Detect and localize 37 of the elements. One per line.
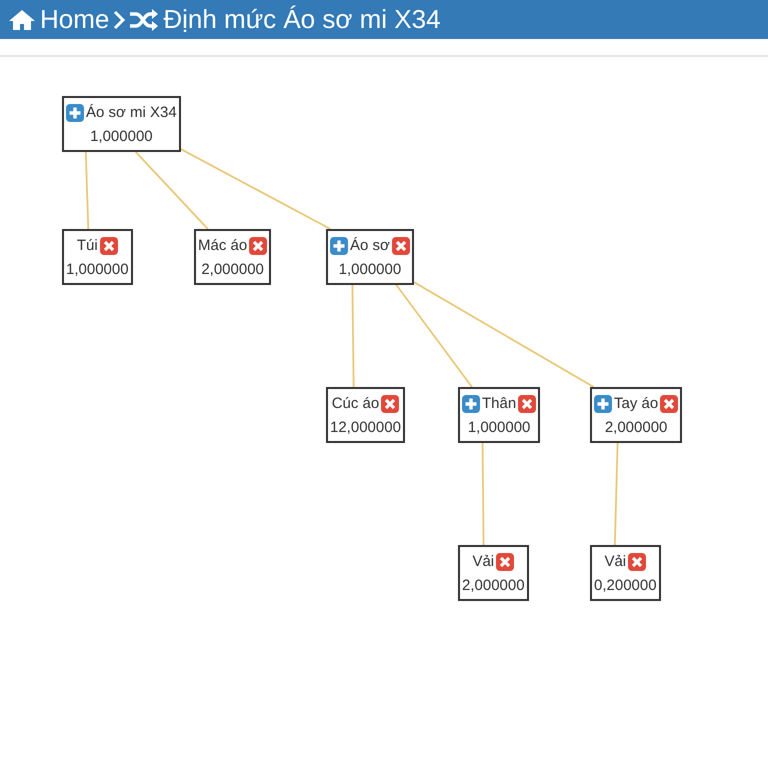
component-box xyxy=(458,545,529,601)
page-title: Định mức Áo sơ mi X34 xyxy=(163,4,441,35)
component-name: Túi xyxy=(76,237,98,254)
component-box xyxy=(458,387,540,443)
component-box xyxy=(326,229,414,285)
component-name: Vải xyxy=(604,553,626,570)
component-box xyxy=(62,96,181,152)
quantity-value: 1,000000 xyxy=(338,260,402,278)
quantity-value: 0,200000 xyxy=(594,576,657,594)
connector-line xyxy=(482,443,484,545)
component-name: Tay áo xyxy=(614,395,658,412)
connector-line xyxy=(352,284,355,388)
quantity-value: 1,000000 xyxy=(66,260,129,278)
component-name: Vải xyxy=(472,553,494,570)
breadcrumb-link: Home xyxy=(40,4,110,35)
connector-line xyxy=(614,442,618,546)
connector-line xyxy=(396,284,473,388)
quantity-value: 2,000000 xyxy=(462,576,525,594)
connector-line xyxy=(135,151,209,230)
quantity-value: 2,000000 xyxy=(604,418,668,436)
component-name: Áo sơ mi X34 xyxy=(86,104,177,121)
connector-line xyxy=(414,281,594,388)
quantity-value: 2,000000 xyxy=(201,260,264,278)
component-box xyxy=(590,387,682,443)
connector-line xyxy=(84,152,90,230)
component-box xyxy=(326,387,405,443)
component-name: Thân xyxy=(482,395,516,412)
quantity-value: 12,000000 xyxy=(330,418,401,436)
quantity-value: 1,000000 xyxy=(468,418,530,436)
component-name: Cúc áo xyxy=(332,395,380,412)
component-box xyxy=(62,229,133,285)
component-box xyxy=(590,545,661,601)
component-box xyxy=(194,229,272,285)
component-name: Áo sơ xyxy=(350,237,390,254)
quantity-value: 1,000000 xyxy=(90,128,153,144)
component-name: Mác áo xyxy=(198,237,248,254)
connector-line xyxy=(180,148,331,230)
